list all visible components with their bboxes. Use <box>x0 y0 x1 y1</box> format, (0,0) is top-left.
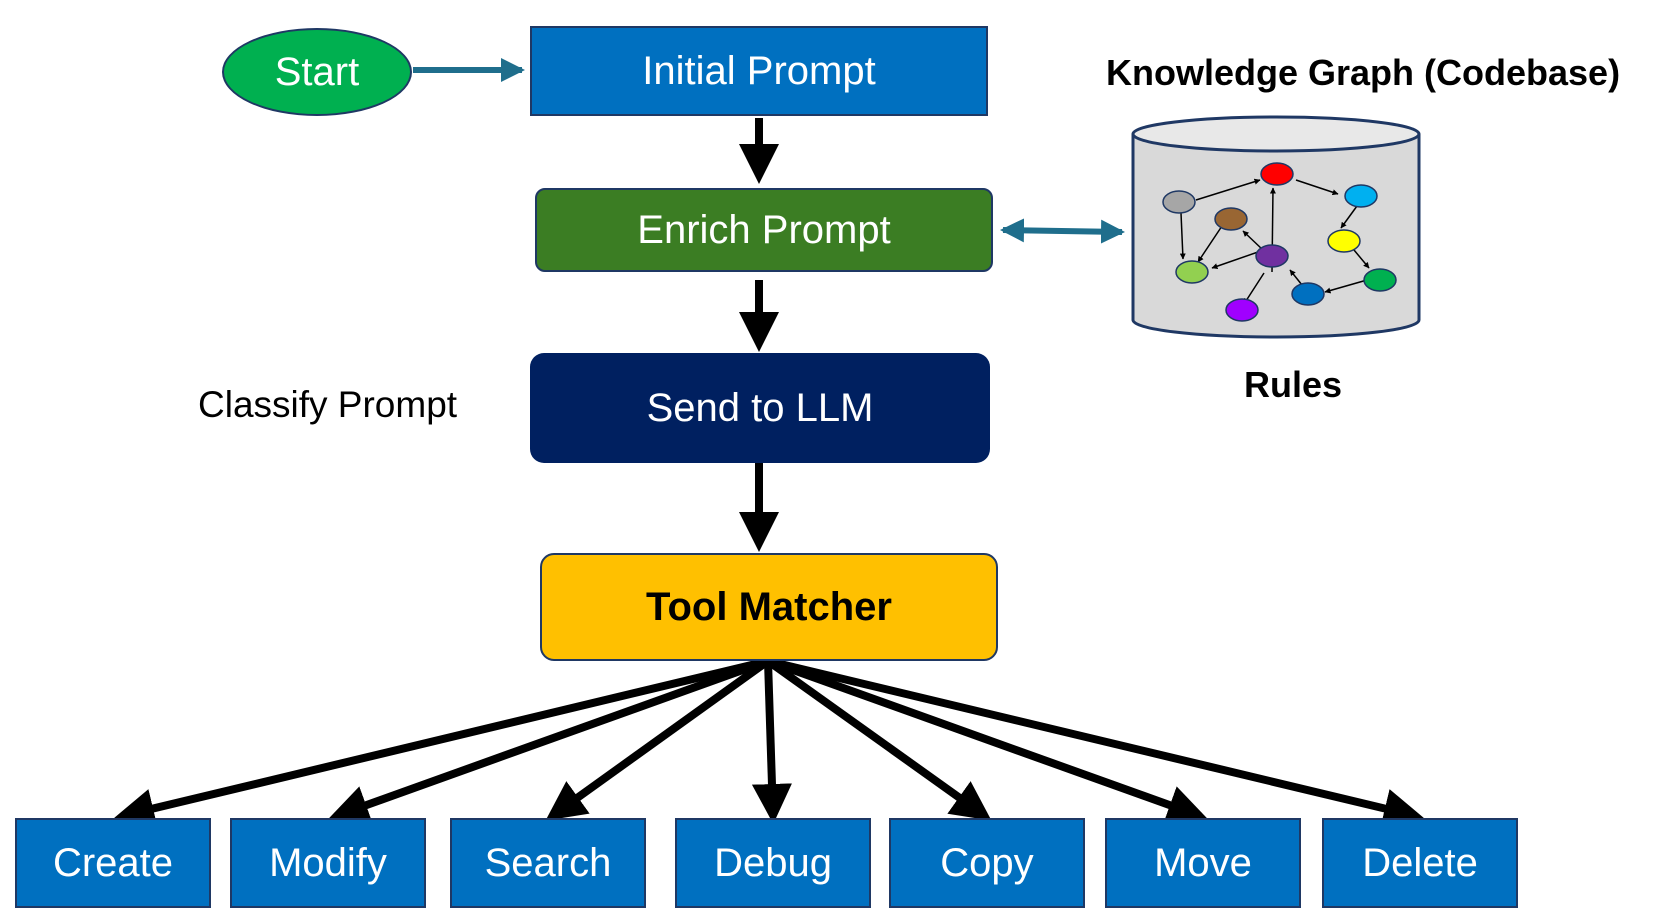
enrich-prompt-box: Enrich Prompt <box>535 188 993 272</box>
tool-fanout-arrows <box>114 657 1424 829</box>
knowledge-graph-cylinder <box>1131 115 1421 339</box>
graph-node-yellow <box>1327 229 1361 253</box>
tool-matcher-box: Tool Matcher <box>540 553 998 661</box>
arrow-to-modify <box>328 657 770 825</box>
graph-node-red <box>1260 162 1294 186</box>
send-to-llm-box: Send to LLM <box>530 353 990 463</box>
graph-node-lime <box>1175 260 1209 284</box>
tool-create-box: Create <box>15 818 211 908</box>
tool-search-box: Search <box>450 818 646 908</box>
arrow-to-copy <box>765 657 992 821</box>
initial-prompt-box: Initial Prompt <box>530 26 988 116</box>
rules-label: Rules <box>1244 364 1343 405</box>
graph-node-sky <box>1344 184 1378 208</box>
graph-node-violet <box>1225 298 1259 322</box>
tool-copy-box: Copy <box>889 818 1085 908</box>
graph-node-green <box>1363 268 1397 292</box>
arrow-to-delete <box>767 657 1424 829</box>
knowledge-graph-nodes <box>1162 162 1397 322</box>
tool-debug-box: Debug <box>675 818 871 908</box>
classify-prompt-label: Classify Prompt <box>198 384 458 425</box>
graph-node-gray <box>1162 190 1196 214</box>
tool-move-box: Move <box>1105 818 1301 908</box>
graph-node-brown <box>1214 207 1248 231</box>
graph-node-blue <box>1291 282 1325 306</box>
graph-node-purple <box>1255 244 1289 268</box>
knowledge-graph-title: Knowledge Graph (Codebase) <box>1106 52 1621 93</box>
arrow-enrich-kg-bidirectional <box>1000 218 1125 244</box>
arrow-to-debug <box>751 660 792 824</box>
arrow-to-move <box>766 657 1208 825</box>
start-node: Start <box>222 28 412 116</box>
tool-delete-box: Delete <box>1322 818 1518 908</box>
arrow-to-search <box>545 657 771 821</box>
arrow-to-create <box>114 657 769 828</box>
tool-modify-box: Modify <box>230 818 426 908</box>
